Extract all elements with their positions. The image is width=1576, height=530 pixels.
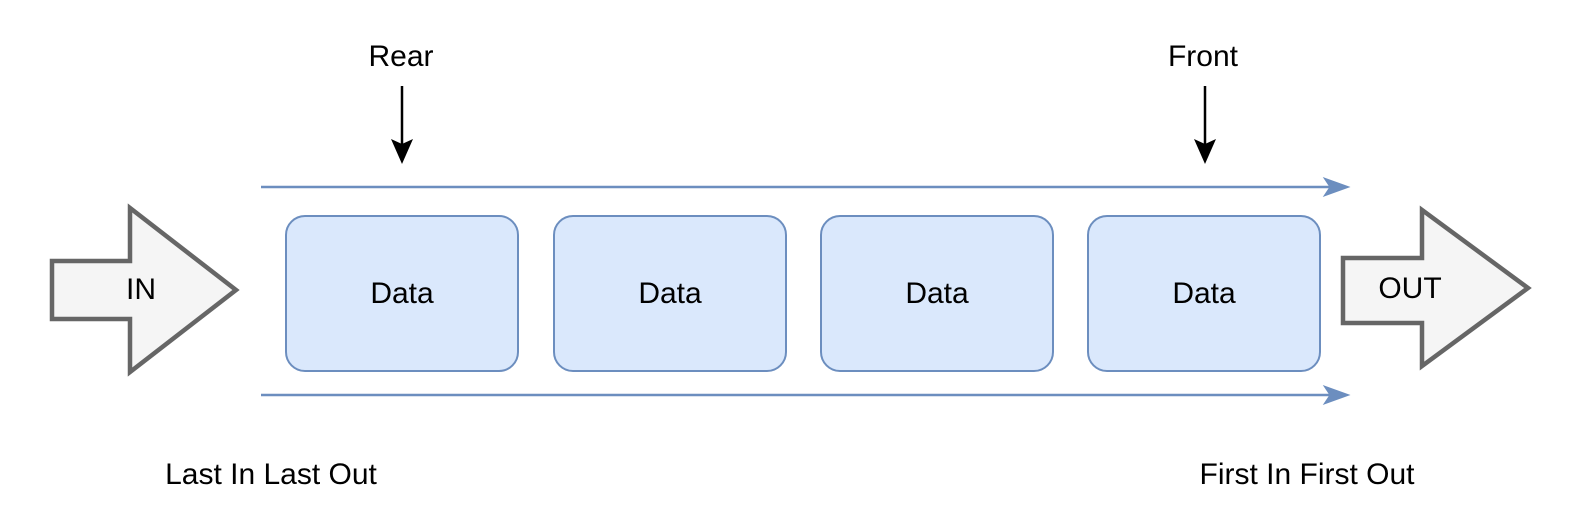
rear-label: Rear [368, 40, 434, 73]
front-label: Front [1167, 40, 1239, 73]
out-block-arrow [1340, 205, 1532, 371]
in-block-arrow [49, 203, 240, 377]
out-arrow-label: OUT [1378, 272, 1442, 305]
rear-pointer-arrowhead [391, 139, 413, 164]
queue-cell-label: Data [638, 276, 702, 310]
last-in-last-out-caption: Last In Last Out [165, 458, 377, 491]
bottom-flow-arrowhead [1322, 385, 1351, 405]
in-arrow-label: IN [126, 273, 156, 306]
queue-cell: Data [1087, 215, 1321, 372]
queue-cell-label: Data [905, 276, 969, 310]
queue-cell: Data [820, 215, 1054, 372]
front-pointer-arrowhead [1194, 139, 1216, 164]
queue-cell-label: Data [1172, 276, 1236, 310]
queue-cell-label: Data [370, 276, 434, 310]
queue-cell: Data [285, 215, 519, 372]
first-in-first-out-caption: First In First Out [1199, 458, 1415, 491]
queue-cell: Data [553, 215, 787, 372]
top-flow-arrowhead [1322, 177, 1351, 197]
